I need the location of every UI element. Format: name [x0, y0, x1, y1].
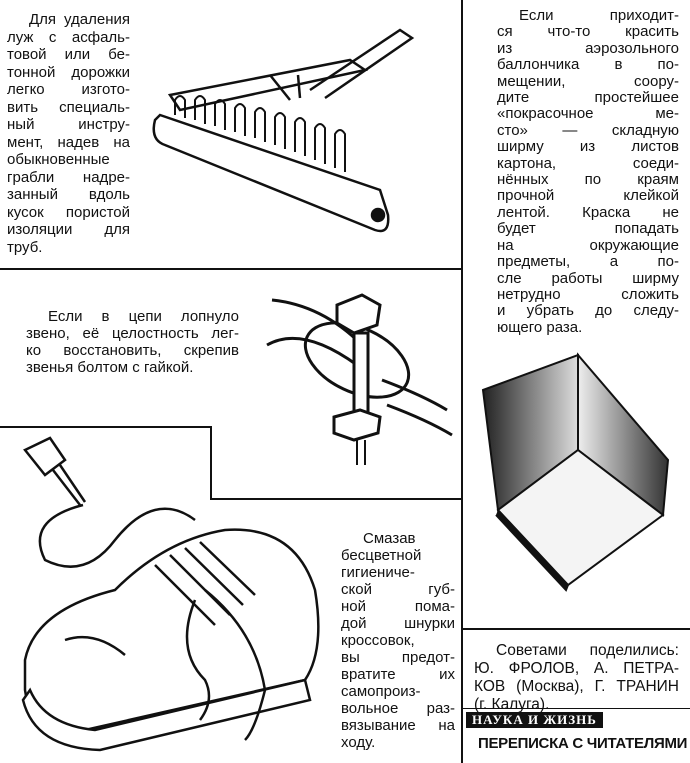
- rubric-title: ПЕРЕПИСКА С ЧИТАТЕЛЯМИ: [478, 735, 688, 752]
- text-line: лентой. Краска не: [497, 203, 679, 221]
- text-line: Если в цепи лопнуло: [48, 308, 239, 325]
- text-line: ширму из листов: [497, 138, 679, 156]
- text-line: бесцветной: [341, 547, 422, 564]
- text-line: звенья болтом с гайкой.: [26, 359, 194, 376]
- credits-text: Советами поделились:Ю. ФРОЛОВ, А. ПЕТРА-…: [474, 642, 679, 714]
- text-line: самопроиз-: [341, 683, 421, 700]
- paint-screen-illustration: [481, 352, 670, 592]
- text-line: занный вдоль: [7, 186, 130, 203]
- text-line: нённых по краям: [497, 171, 679, 189]
- text-line: вязывание на: [341, 717, 455, 734]
- text-line: и убрать до следу-: [497, 302, 679, 320]
- text-line: ный инстру-: [7, 116, 130, 133]
- text-line: «покрасочное ме-: [497, 105, 679, 123]
- text-line: Смазав: [363, 530, 416, 547]
- text-line: баллончика в по-: [497, 56, 679, 74]
- text-line: вить специаль-: [7, 98, 130, 116]
- text-line: из аэрозольного: [497, 39, 679, 57]
- text-line: Советами поделились:: [496, 642, 679, 659]
- text-line: товой или бе-: [7, 46, 130, 63]
- rake-illustration: [152, 28, 415, 233]
- text-line: ной пома-: [341, 598, 455, 615]
- text-line: ской губ-: [341, 581, 455, 598]
- text-line: Ю. ФРОЛОВ, А. ПЕТРА-: [474, 660, 679, 677]
- divider: [0, 426, 211, 428]
- chain-bolt-illustration: [266, 293, 453, 465]
- text-line: труб.: [7, 238, 43, 256]
- text-line: Если приходит-: [519, 7, 679, 24]
- text-line: гигиениче-: [341, 564, 415, 581]
- divider: [0, 268, 462, 270]
- text-line: дите простейшее: [497, 89, 679, 107]
- text-line: мещении, соору-: [497, 72, 679, 90]
- text-line: луж с асфаль-: [7, 28, 130, 46]
- text-line: (г. Калуга).: [474, 696, 550, 713]
- text-line: ющего раза.: [497, 318, 583, 336]
- text-line: прочной клейкой: [497, 187, 679, 205]
- text-line: ко восстановить, скрепив: [26, 342, 239, 359]
- text-line: ходу.: [341, 734, 376, 751]
- text-line: кусок пористой: [7, 203, 130, 221]
- text-line: изоляции для: [7, 221, 130, 238]
- text-line: легко изгото-: [7, 81, 130, 98]
- text-line: КОВ (Москва), Г. ТРАНИН: [474, 678, 679, 695]
- text-line: Для удаления: [29, 11, 130, 28]
- divider: [462, 708, 690, 709]
- text-line: звено, её целостность лег-: [26, 325, 239, 342]
- text-line: сто» — складную: [497, 121, 679, 139]
- text-line: ся что-то красить: [497, 23, 679, 41]
- text-line: мент, надев на: [7, 133, 130, 151]
- text-line: кроссовок,: [341, 632, 415, 649]
- text-line: предметы, а по-: [497, 253, 679, 271]
- text-line: на окружающие: [497, 236, 679, 254]
- text-line: вы предот-: [341, 649, 455, 666]
- divider: [462, 628, 690, 630]
- text-line: нетрудно сложить: [497, 285, 679, 303]
- divider: [461, 0, 463, 763]
- divider: [210, 498, 462, 500]
- magazine-masthead: НАУКА И ЖИЗНЬ: [466, 712, 603, 728]
- text-line: тонной дорожки: [7, 63, 130, 81]
- text-line: обыкновенные: [7, 151, 110, 168]
- text-line: картона, соеди-: [497, 154, 679, 172]
- text-line: сле работы ширму: [497, 269, 679, 287]
- divider: [210, 426, 212, 499]
- text-line: вратите их: [341, 666, 455, 683]
- text-line: будет попадать: [497, 220, 679, 238]
- sneaker-illustration: [21, 436, 320, 752]
- text-line: вольное раз-: [341, 700, 455, 717]
- text-line: дой шнурки: [341, 615, 455, 632]
- text-line: грабли надре-: [7, 168, 130, 186]
